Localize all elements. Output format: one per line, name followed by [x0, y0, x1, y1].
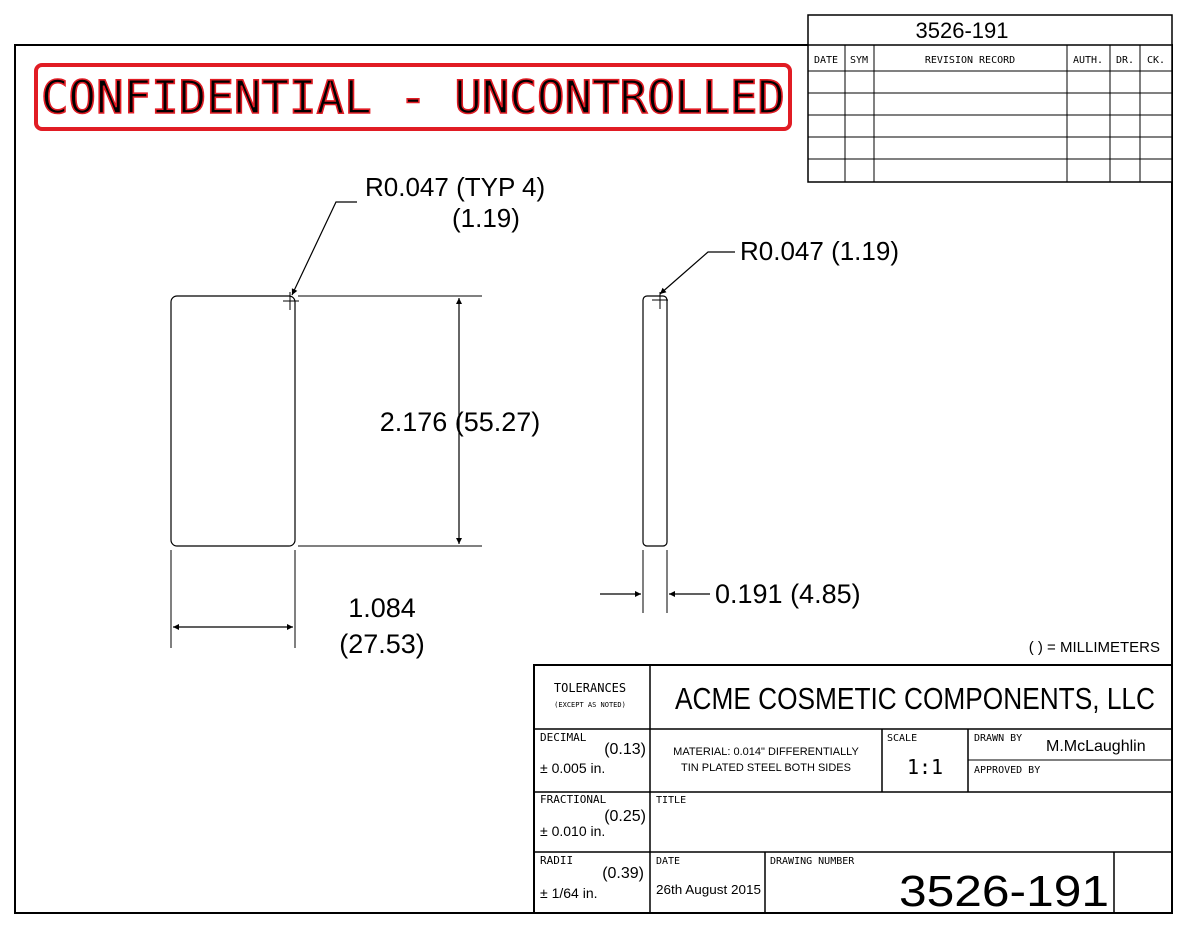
stamp-frame [34, 63, 792, 131]
revision-drawing-number: 3526-191 [916, 18, 1009, 43]
decimal-mm: (0.13) [604, 741, 646, 758]
drawn-by-label: DRAWN BY [974, 733, 1022, 744]
rev-header-record: REVISION RECORD [925, 55, 1015, 66]
rev-header-ck: CK. [1147, 55, 1165, 66]
side-view-outline [642, 295, 668, 547]
tolerances-label: TOLERANCES [554, 681, 626, 695]
front-radius-mm: (1.19) [452, 203, 520, 233]
title-label: TITLE [656, 795, 686, 806]
decimal-label: DECIMAL [540, 731, 587, 744]
tolerances-sublabel: (EXCEPT AS NOTED) [554, 701, 626, 709]
rev-header-dr: DR. [1116, 55, 1134, 66]
material-line-1: MATERIAL: 0.014" DIFFERENTIALLY [673, 746, 859, 758]
fractional-mm: (0.25) [604, 808, 646, 825]
decimal-in: ± 0.005 in. [540, 760, 605, 776]
revision-block: 3526-191 DATE SYM REVISION RECORD AUTH. … [807, 14, 1173, 183]
material-line-2: TIN PLATED STEEL BOTH SIDES [681, 762, 851, 774]
drawing-number-label: DRAWING NUMBER [770, 856, 855, 867]
side-view: R0.047 (1.19) 0.191 (4.85) [600, 236, 899, 613]
fractional-in: ± 0.010 in. [540, 823, 605, 839]
title-block: TOLERANCES (EXCEPT AS NOTED) ACME COSMET… [533, 664, 1173, 916]
width-dimension-mm: (27.53) [339, 629, 425, 659]
radii-label: RADII [540, 854, 573, 867]
front-view-outline [170, 295, 296, 547]
approved-by-label: APPROVED BY [974, 765, 1040, 776]
confidential-stamp: CONFIDENTIAL - UNCONTROLLED [34, 63, 792, 131]
thickness-dimension: 0.191 (4.85) [715, 579, 861, 609]
rev-header-date: DATE [814, 55, 838, 66]
rev-header-sym: SYM [850, 55, 868, 66]
radii-in: ± 1/64 in. [540, 885, 598, 901]
company-name: ACME COSMETIC COMPONENTS, LLC [675, 681, 1155, 716]
rev-header-auth: AUTH. [1073, 55, 1103, 66]
date-value: 26th August 2015 [656, 882, 761, 897]
scale-value: 1:1 [907, 755, 943, 779]
date-label: DATE [656, 856, 680, 867]
units-note: ( ) = MILLIMETERS [1029, 639, 1160, 656]
fractional-label: FRACTIONAL [540, 793, 607, 806]
front-radius-in: R0.047 (TYP 4) [365, 172, 545, 202]
radii-mm: (0.39) [602, 865, 644, 882]
scale-label: SCALE [887, 733, 917, 744]
height-dimension: 2.176 (55.27) [380, 407, 541, 437]
side-radius: R0.047 (1.19) [740, 236, 899, 266]
front-view: R0.047 (TYP 4) (1.19) 2.176 (55.27) 1.08… [170, 172, 545, 659]
drawing-number: 3526-191 [899, 867, 1109, 916]
stamp-text: CONFIDENTIAL - UNCONTROLLED [41, 71, 785, 124]
drawn-by-value: M.McLaughlin [1046, 738, 1146, 755]
width-dimension-in: 1.084 [348, 593, 416, 623]
